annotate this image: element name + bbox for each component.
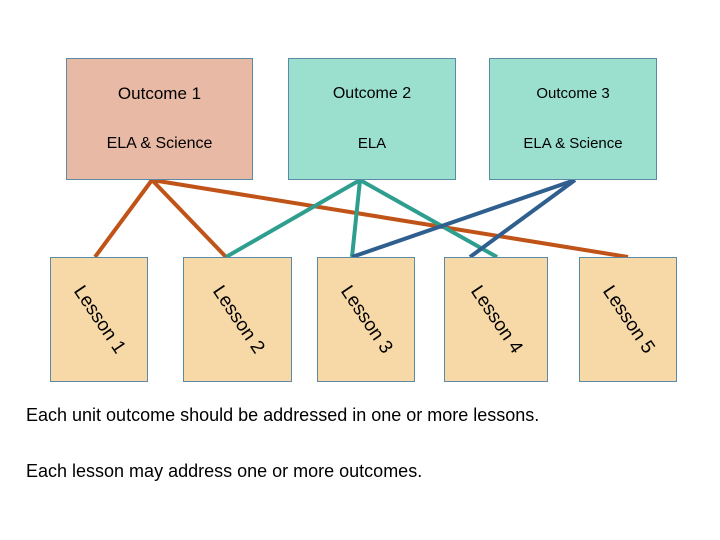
connector-line-c2-lesson3 bbox=[350, 179, 362, 258]
outcome-subject-label: ELA bbox=[357, 135, 387, 153]
connector-line-c1-lesson1 bbox=[93, 178, 154, 259]
lesson-label: Lesson 4 bbox=[466, 281, 527, 358]
lesson-box-5[interactable]: Lesson 5 bbox=[579, 257, 677, 382]
lesson-box-1[interactable]: Lesson 1 bbox=[50, 257, 148, 382]
lesson-box-3[interactable]: Lesson 3 bbox=[317, 257, 415, 382]
lesson-box-4[interactable]: Lesson 4 bbox=[444, 257, 548, 382]
connector-line-c3-lesson3 bbox=[351, 178, 576, 259]
lesson-label: Lesson 3 bbox=[336, 281, 397, 358]
connector-line-c1-lesson2 bbox=[150, 178, 228, 259]
connector-line-c2-lesson4 bbox=[359, 178, 498, 259]
lesson-label: Lesson 1 bbox=[69, 281, 130, 358]
outcome-subject-label: ELA & Science bbox=[523, 134, 623, 152]
outcome-subject-label: ELA & Science bbox=[106, 135, 213, 153]
connector-line-c3-lesson4 bbox=[468, 178, 577, 259]
lesson-box-2[interactable]: Lesson 2 bbox=[183, 257, 292, 382]
note-text-2: Each lesson may address one or more outc… bbox=[26, 461, 423, 481]
outcome-title: Outcome 1 bbox=[117, 83, 202, 103]
outcome-box-3[interactable]: Outcome 3 ELA & Science bbox=[489, 58, 657, 180]
outcome-box-1[interactable]: Outcome 1 ELA & Science bbox=[66, 58, 253, 180]
lesson-label: Lesson 5 bbox=[598, 281, 659, 358]
outcome-title: Outcome 2 bbox=[332, 85, 412, 103]
outcome-box-2[interactable]: Outcome 2 ELA bbox=[288, 58, 456, 180]
connector-line-c1-lesson5 bbox=[151, 178, 629, 259]
outcome-title: Outcome 3 bbox=[536, 84, 610, 102]
lesson-label: Lesson 2 bbox=[207, 281, 269, 358]
connector-line-c2-lesson2 bbox=[225, 178, 361, 259]
note-text-1: Each unit outcome should be addressed in… bbox=[26, 405, 540, 425]
